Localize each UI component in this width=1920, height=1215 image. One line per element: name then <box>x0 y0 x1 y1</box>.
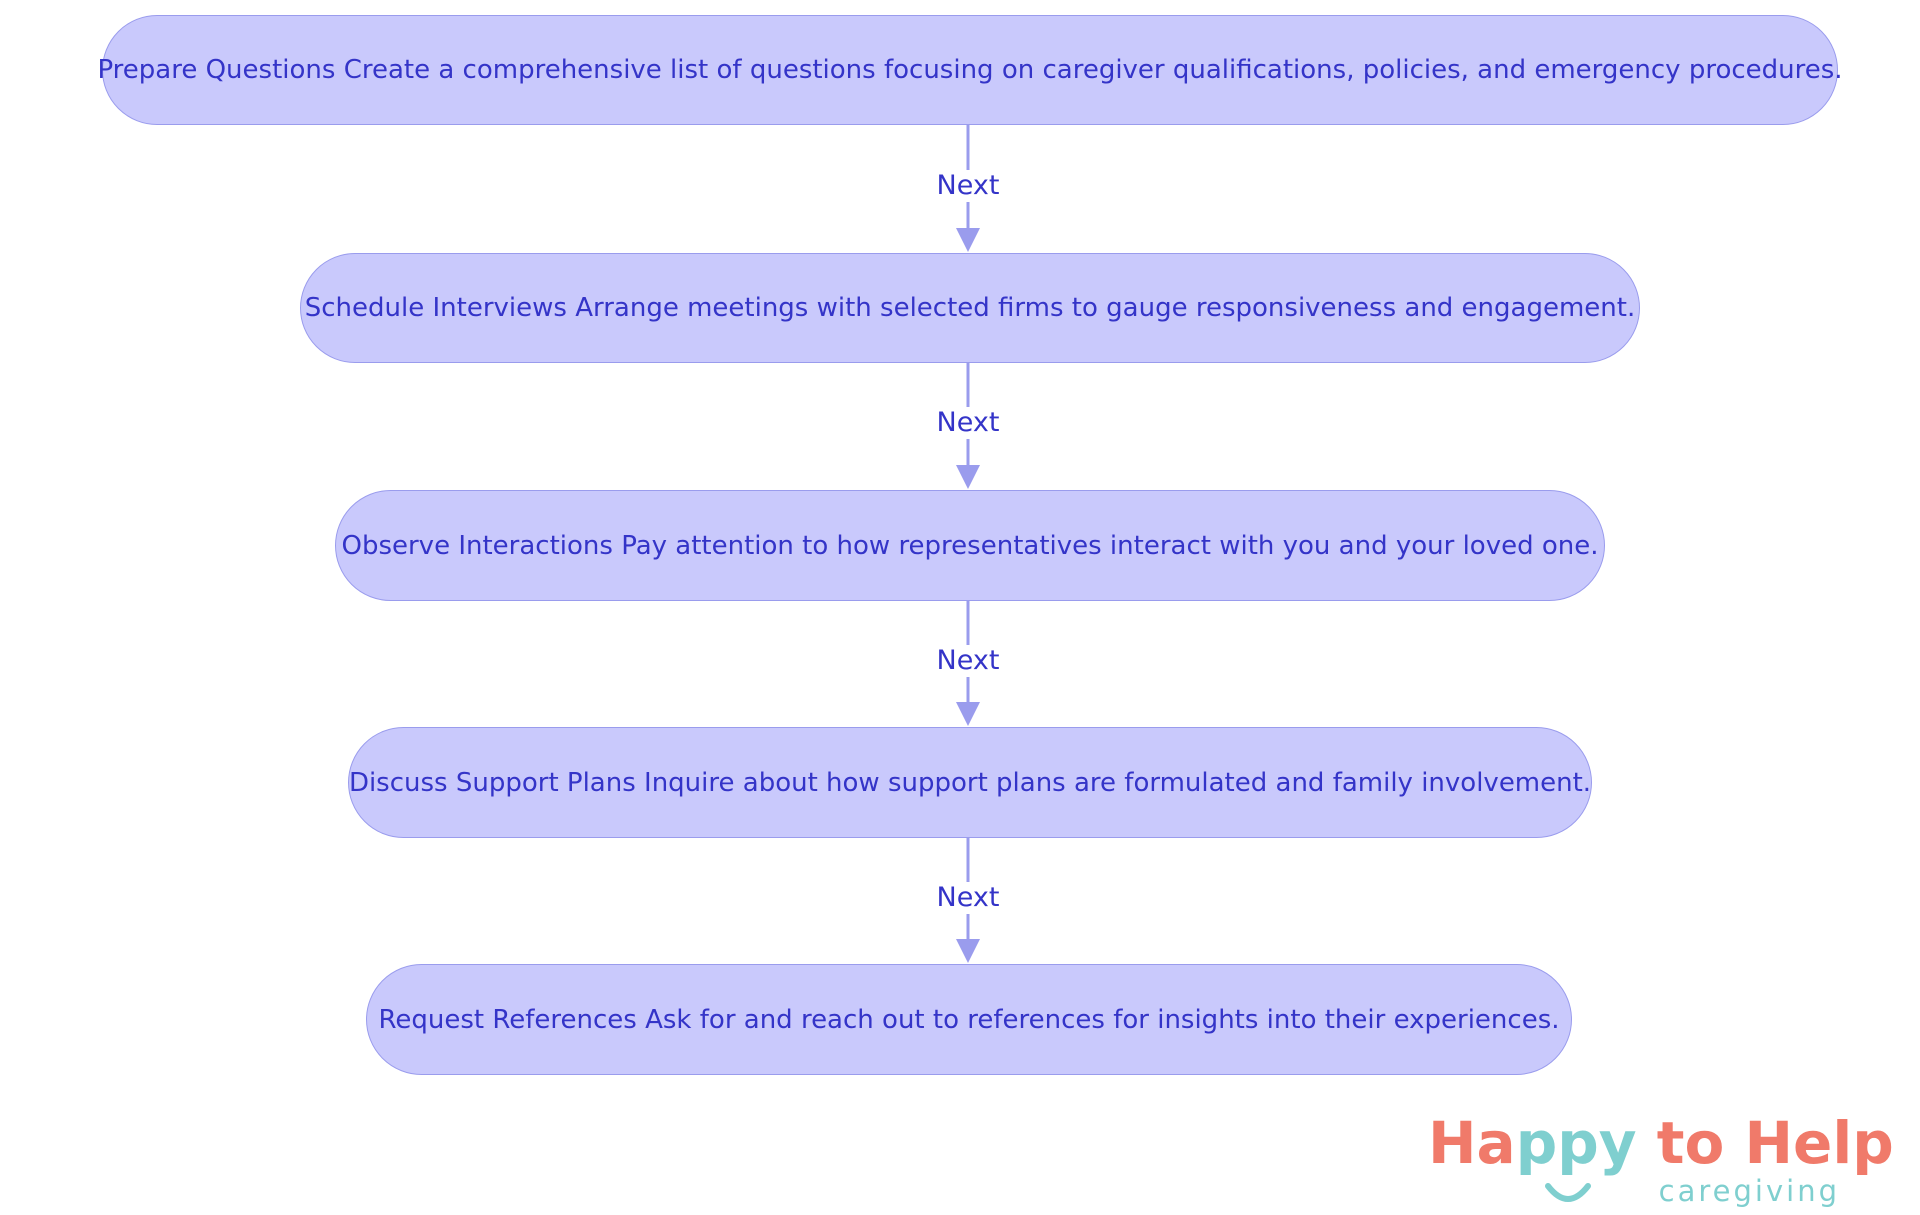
step-schedule-interviews: Schedule Interviews Arrange meetings wit… <box>300 253 1640 363</box>
step-text: Prepare Questions Create a comprehensive… <box>97 55 1843 85</box>
step-text: Schedule Interviews Arrange meetings wit… <box>304 293 1636 323</box>
smile-icon <box>1545 1183 1591 1202</box>
step-prepare-questions: Prepare Questions Create a comprehensive… <box>97 15 1843 125</box>
step-observe-interactions: Observe Interactions Pay attention to ho… <box>335 490 1605 601</box>
logo-wordmark: Happy to Help <box>1428 1109 1894 1177</box>
edge-label: Next <box>934 170 1002 202</box>
step-request-references: Request References Ask for and reach out… <box>366 964 1572 1075</box>
arrowhead-2 <box>956 465 980 489</box>
logo-tagline: caregiving <box>1658 1174 1840 1208</box>
edge-label: Next <box>934 882 1002 914</box>
step-text: Discuss Support Plans Inquire about how … <box>348 767 1592 798</box>
happy-to-help-logo: Happy to Help caregiving <box>1428 1110 1898 1210</box>
edge-label: Next <box>934 407 1002 439</box>
arrowhead-4 <box>956 939 980 963</box>
arrowhead-3 <box>956 702 980 726</box>
arrowhead-1 <box>956 228 980 252</box>
step-text: Observe Interactions Pay attention to ho… <box>341 530 1599 561</box>
step-text: Request References Ask for and reach out… <box>378 1004 1560 1035</box>
step-discuss-support-plans: Discuss Support Plans Inquire about how … <box>348 727 1592 838</box>
edge-label: Next <box>934 645 1002 677</box>
